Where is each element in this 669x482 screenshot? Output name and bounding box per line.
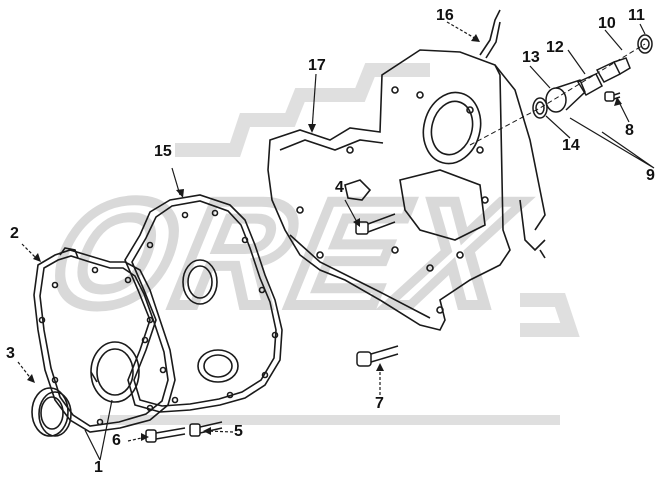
callout-8: 8	[625, 122, 634, 139]
callout-12: 12	[546, 39, 564, 56]
callout-3: 3	[6, 345, 15, 362]
timing-gear-housing	[267, 9, 546, 331]
callout-4: 4	[335, 179, 344, 196]
callout-15: 15	[154, 143, 172, 160]
ring-11	[637, 34, 653, 54]
callout-9: 9	[646, 167, 655, 184]
housing-13	[545, 79, 586, 113]
callout-11: 11	[628, 7, 645, 24]
bolt-4	[355, 213, 396, 235]
watermark-text: OREX	[38, 171, 531, 338]
callout-10: 10	[598, 15, 616, 32]
callout-16: 16	[436, 7, 454, 24]
bolt-6	[145, 427, 186, 443]
oil-seal	[31, 387, 72, 437]
sleeve-12	[576, 73, 603, 97]
assembly-axis-line	[469, 43, 646, 146]
callout-17: 17	[308, 57, 326, 74]
watermark-logo	[100, 63, 580, 425]
callout-13: 13	[522, 49, 540, 66]
bolt-7	[356, 345, 399, 367]
front-cover-gasket	[124, 194, 283, 413]
callout-5: 5	[234, 423, 243, 440]
front-cover	[33, 247, 176, 433]
leader-lines	[17, 21, 655, 461]
seal-ring-14	[532, 97, 548, 119]
callout-1: 1	[94, 459, 103, 476]
callout-6: 6	[112, 432, 121, 449]
callout-14: 14	[562, 137, 580, 154]
leader-arrowheads	[27, 34, 622, 441]
callout-7: 7	[375, 395, 384, 412]
callout-2: 2	[10, 225, 19, 242]
plug-10	[595, 57, 631, 83]
